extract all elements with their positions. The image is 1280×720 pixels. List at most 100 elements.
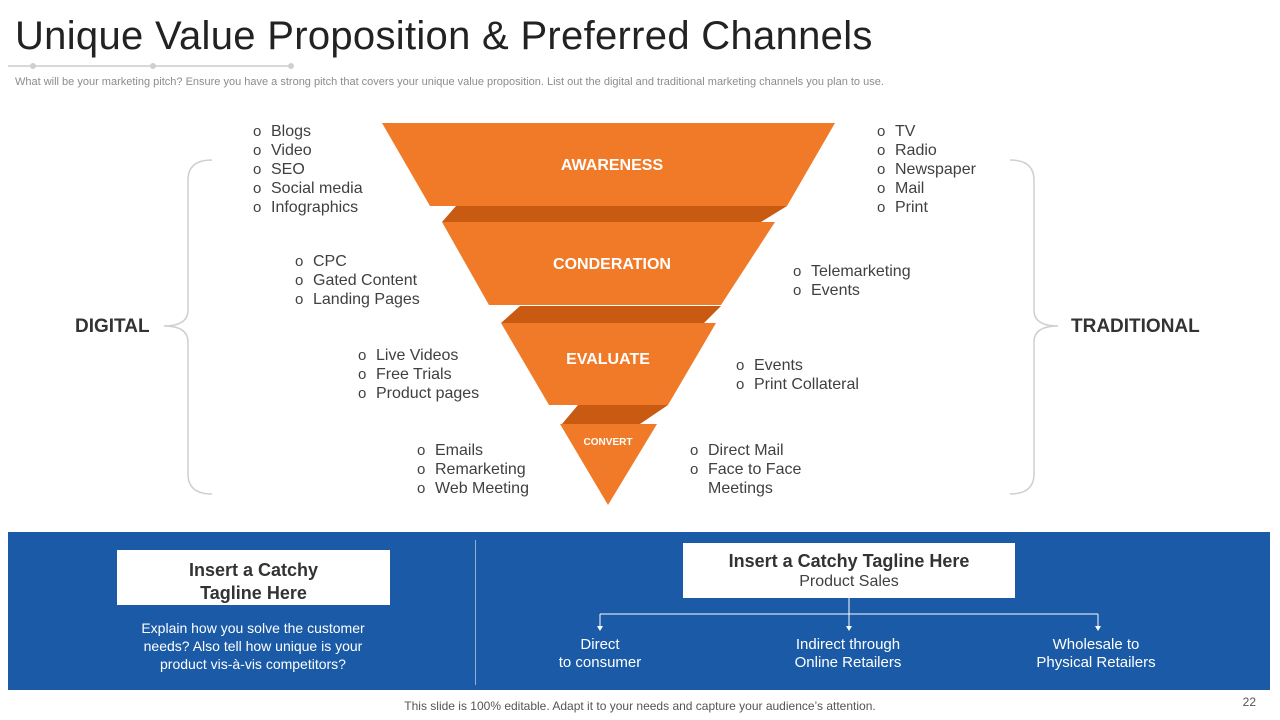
- list-item-label: Print Collateral: [754, 376, 859, 393]
- list-item-label: CPC: [313, 253, 347, 270]
- list-item-label: Blogs: [271, 123, 312, 140]
- channel-line: Physical Retailers: [1036, 654, 1156, 671]
- list-item-label: TV: [895, 123, 916, 140]
- list-item: o Mail: [877, 179, 976, 198]
- bullet-icon: o: [295, 253, 304, 270]
- right-tagline-subtitle: Product Sales: [799, 573, 899, 590]
- list-item-label: Social media: [271, 180, 363, 197]
- right-tagline: Insert a Catchy Tagline Here: [728, 551, 970, 571]
- stage-label-consideration: CONDERATION: [553, 256, 671, 273]
- list-item: o Blogs: [253, 122, 363, 141]
- title-underline-dot: [288, 63, 294, 69]
- bullet-icon: o: [253, 123, 262, 140]
- stage-label-awareness: AWARENESS: [560, 157, 664, 174]
- funnel-stage-evaluate: [501, 323, 716, 405]
- right-tagline-box: Insert a Catchy Tagline Here Product Sal…: [683, 543, 1015, 598]
- list-item: o Gated Content: [295, 271, 420, 290]
- bullet-icon: o: [358, 347, 367, 364]
- left-tagline-box: Insert a Catchy Tagline Here: [117, 550, 390, 605]
- title-underline-dot: [30, 63, 36, 69]
- slide-title: Unique Value Proposition & Preferred Cha…: [15, 14, 873, 58]
- bullet-icon: o: [358, 366, 367, 383]
- list-item-label: Gated Content: [313, 272, 418, 289]
- list-item-label: Infographics: [271, 199, 359, 216]
- bullet-icon: o: [877, 123, 886, 140]
- channel-online-retailers: Indirect through Online Retailers: [768, 636, 928, 672]
- channel-line: Indirect through: [795, 636, 901, 653]
- traditional-label: TRADITIONAL: [1071, 316, 1200, 337]
- channel-line: to consumer: [558, 654, 642, 671]
- list-item-label: Video: [271, 142, 312, 159]
- bullet-icon: o: [358, 385, 367, 402]
- list-item-label: SEO: [271, 161, 305, 178]
- list-item-label: Emails: [435, 442, 484, 459]
- list-item-label: Live Videos: [376, 347, 459, 364]
- list-item-label: Free Trials: [376, 366, 452, 383]
- list-item-label: Telemarketing: [811, 263, 911, 280]
- traditional-brace: [1009, 159, 1059, 495]
- channel-physical-retailers: Wholesale to Physical Retailers: [1011, 636, 1181, 672]
- funnel-stage-consideration: [442, 222, 775, 305]
- page-number: 22: [1242, 695, 1256, 709]
- list-item-label: Remarketing: [435, 461, 526, 478]
- bullet-icon: o: [736, 357, 745, 374]
- list-item-label: Newspaper: [895, 161, 976, 178]
- slide-footer: This slide is 100% editable. Adapt it to…: [404, 699, 876, 713]
- bullet-icon: o: [417, 461, 426, 478]
- digital-label: DIGITAL: [75, 316, 150, 337]
- list-item: o Print Collateral: [736, 375, 859, 394]
- bullet-icon: o: [295, 272, 304, 289]
- bullet-icon: o: [736, 376, 745, 393]
- bullet-icon: o: [877, 180, 886, 197]
- left-description: Explain how you solve the customer needs…: [141, 620, 365, 672]
- channel-line: Wholesale to: [1052, 636, 1140, 653]
- list-item-label: Mail: [895, 180, 925, 197]
- bullet-icon: o: [877, 142, 886, 159]
- list-item: o Direct Mail: [690, 441, 801, 460]
- list-item: o Free Trials: [358, 365, 479, 384]
- title-underline-dot: [150, 63, 156, 69]
- funnel-diagram: [163, 123, 1059, 505]
- list-item-label: Web Meeting: [435, 480, 529, 497]
- channel-direct: Direct to consumer: [520, 636, 680, 672]
- bullet-icon: o: [690, 442, 699, 459]
- slide-subtitle: What will be your marketing pitch? Ensur…: [15, 76, 884, 88]
- bullet-icon: o: [877, 199, 886, 216]
- funnel-band-1: [442, 206, 787, 222]
- channel-line: Direct: [580, 636, 620, 653]
- list-item: o Landing Pages: [295, 290, 420, 309]
- funnel-band-2: [501, 306, 721, 323]
- list-item-label: Direct Mail: [708, 442, 784, 459]
- left-tagline-line1: Insert a Catchy: [188, 560, 319, 580]
- list-item: o Remarketing: [417, 460, 529, 479]
- funnel-stage-awareness: [382, 123, 835, 206]
- bullet-icon: o: [295, 291, 304, 308]
- list-item: o CPC: [295, 252, 420, 271]
- list-item-label: Landing Pages: [313, 291, 420, 308]
- bullet-icon: o: [417, 480, 426, 497]
- funnel-band-3: [562, 405, 668, 424]
- panel-divider: [475, 540, 476, 685]
- list-item-label: Events: [811, 282, 860, 299]
- list-item-label: Product pages: [376, 385, 480, 402]
- funnel-stage-convert: [560, 424, 657, 505]
- list-item: o Product pages: [358, 384, 479, 403]
